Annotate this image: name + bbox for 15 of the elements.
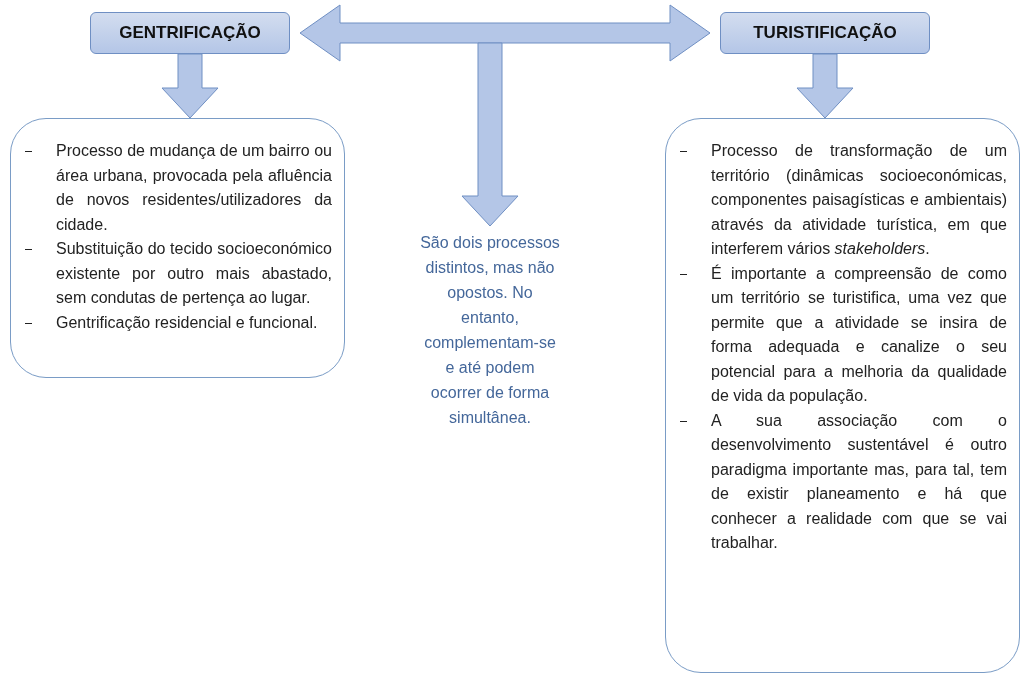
bullet-text: Processo de transformação de um território (dinâmicas socioeconómicas, componentes paisagísticas e ambientais) através da atividade turística, em que interferem vários stakeholders.	[711, 141, 1007, 259]
bullet-text: Gentrificação residencial e funcional.	[56, 312, 319, 333]
bullet-text: É importante a compreensão de como um território se turistifica, uma vez que permite que a atividade se insira de forma adequada e canalize o seu potencial para a melhoria da qualidade de vida da população.	[711, 263, 1007, 406]
block-arrow	[161, 53, 219, 119]
bullet-text: A sua associação com o desenvolvimento sustentável é outro paradigma importante mas, para tal, tem de existir planeamento e há que conhecer a realidade com que se vai trabalhar.	[711, 410, 1007, 553]
header-box: TURISTIFICAÇÃO	[720, 12, 930, 54]
bullet-text: Processo de mudança de um bairro ou área urbana, provocada pela afluência de novos residentes/utilizadores da cidade.	[56, 141, 332, 235]
note-text: São dois processos distintos, mas não opostos. No entanto, complementam-se e até podem ocorrer de forma simultânea.	[418, 222, 562, 430]
rounded-box	[665, 118, 1020, 673]
bullet-text: Substituição do tecido socioeconómico existente por outro mais abastado, sem condutas de pertença ao lugar.	[56, 239, 332, 308]
block-arrow	[796, 53, 854, 119]
block-arrow	[299, 4, 711, 62]
header-box: GENTRIFICAÇÃO	[90, 12, 290, 54]
rounded-box	[10, 118, 345, 378]
block-arrow	[461, 42, 519, 227]
